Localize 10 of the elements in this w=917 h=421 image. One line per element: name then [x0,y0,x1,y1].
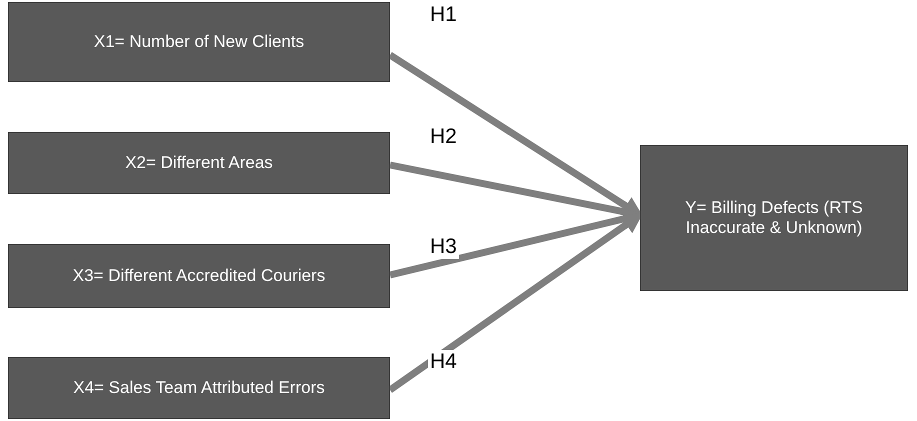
variable-label: X4= Sales Team Attributed Errors [73,378,325,398]
variable-label: X2= Different Areas [125,153,273,173]
variable-label: X3= Different Accredited Couriers [72,266,326,286]
variable-label: X1= Number of New Clients [94,32,304,52]
variable-box [8,357,390,419]
variable-box [8,244,390,308]
variable-box [8,132,390,194]
variable-box [8,2,390,82]
variable-label: Y= Billing Defects (RTS Inaccurate & Unknown) [684,198,864,238]
variable-box [640,145,908,291]
